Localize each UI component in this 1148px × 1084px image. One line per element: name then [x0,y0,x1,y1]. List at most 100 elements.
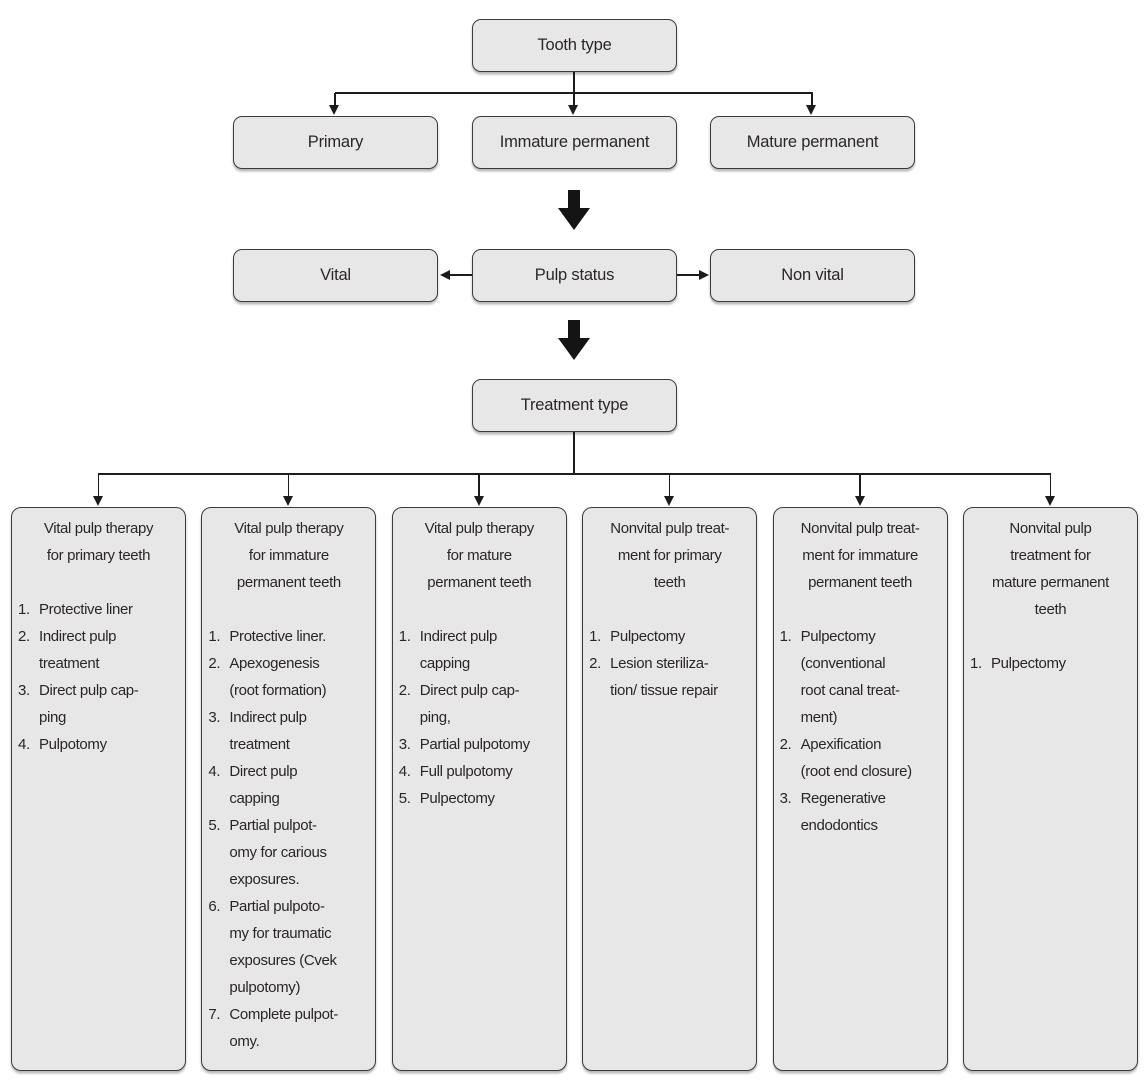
block-arrow-down-icon [558,190,590,230]
connector-line [668,474,671,496]
column-title: Nonvital pulp treat- ment for immature p… [800,520,920,591]
list-item: 3. Regenerative endodontics [780,785,941,839]
list-item-number: 3. [18,682,30,699]
list-item-number: 1. [18,601,30,618]
list-item: 3. Direct pulp cap- ping [18,677,179,731]
column-title: Nonvital pulp treatment for mature perma… [991,520,1109,618]
list-item-number: 3. [398,736,411,753]
list-item-number: 1. [398,628,411,645]
list-item-text: Indirect pulp capping [419,628,498,672]
list-item-text: Full pulpotomy [419,763,513,780]
list-item: 2. Lesion steriliza- tion/ tissue repair [589,650,750,704]
block-arrow-down-icon [558,320,590,360]
column-items: 1. Protective liner. 2. Apexogenesis (ro… [208,623,369,1055]
list-item-number: 7. [208,1006,221,1023]
list-item-text: Partial pulpoto- my for traumatic exposu… [229,898,337,996]
list-item-number: 1. [969,655,982,672]
list-item-text: Pulpectomy [419,790,495,807]
node-mature-permanent: Mature permanent [710,116,915,169]
node-immature-permanent: Immature permanent [472,116,677,169]
arrowhead-down-icon [283,496,293,506]
node-vital: Vital [233,249,438,302]
column-items: 1. Protective liner 2. Indirect pulp tre… [18,596,179,758]
list-item-number: 6. [208,898,221,915]
connector-line [478,474,480,496]
column-title: Nonvital pulp treat- ment for primary te… [610,520,730,591]
list-item-text: Pulpectomy (conventional root canal trea… [800,628,900,726]
node-primary: Primary [233,116,438,169]
list-item: 5. Partial pulpot- omy for carious expos… [208,812,369,893]
list-item-number: 1. [208,628,221,645]
list-item: 2. Indirect pulp treatment [18,623,179,677]
list-item-text: Pulpectomy [990,655,1066,672]
treatment-column: Vital pulp therapy for primary teeth 1. … [11,507,186,1071]
list-item-text: Partial pulpot- omy for carious exposure… [229,817,327,888]
connector-line [98,473,1051,475]
columns-row: Vital pulp therapy for primary teeth 1. … [11,507,1138,1071]
list-item-number: 1. [779,628,792,645]
arrowhead-down-icon [568,105,578,115]
treatment-column: Vital pulp therapy for mature permanent … [391,507,567,1071]
node-non-vital: Non vital [710,249,915,302]
list-item-number: 5. [398,790,411,807]
connector-line [573,93,575,106]
list-item-text: Pulpotomy [39,736,107,753]
list-item: 3. Indirect pulp treatment [208,704,369,758]
list-item-text: Protective liner [39,601,133,618]
list-item-number: 4. [18,736,30,753]
node-treatment-type: Treatment type [472,379,677,432]
connector-line [449,274,472,276]
list-item-number: 4. [398,763,411,780]
list-item-text: Apexification (root end closure) [800,736,913,780]
treatment-column: Nonvital pulp treatment for mature perma… [962,507,1138,1071]
arrowhead-down-icon [806,105,816,115]
list-item: 4. Full pulpotomy [399,758,560,785]
list-item-number: 2. [18,628,30,645]
list-item-number: 5. [208,817,221,834]
list-item-text: Complete pulpot- omy. [229,1006,339,1050]
list-item: 2. Direct pulp cap- ping, [399,677,560,731]
column-title: Vital pulp therapy for mature permanent … [424,520,535,591]
list-item-text: Direct pulp cap- ping, [419,682,520,726]
arrowhead-down-icon [473,496,484,506]
connector-line [334,93,336,106]
connector-line [677,274,700,276]
column-title: Vital pulp therapy for immature permanen… [234,520,344,591]
column-title: Vital pulp therapy for primary teeth [43,520,154,564]
column-items: 1. Pulpectomy (conventional root canal t… [780,623,941,839]
list-item: 6. Partial pulpoto- my for traumatic exp… [208,893,369,1001]
list-item-number: 3. [779,790,792,807]
column-items: 1. Indirect pulp capping 2. Direct pulp … [399,623,560,812]
connector-line [573,432,575,473]
list-item: 3. Partial pulpotomy [399,731,560,758]
connector-line [859,474,861,496]
list-item-text: Partial pulpotomy [419,736,530,753]
list-item-number: 2. [208,655,221,672]
list-item: 5. Pulpectomy [399,785,560,812]
list-item-number: 2. [398,682,411,699]
list-item-number: 1. [589,628,601,645]
column-items: 1. Pulpectomy [970,650,1131,677]
arrowhead-left-icon [440,269,450,280]
list-item: 1. Protective liner. [208,623,369,650]
arrowhead-right-icon [699,269,709,280]
list-item-number: 3. [208,709,221,726]
list-item: 1. Pulpectomy [589,623,750,650]
list-item-number: 2. [779,736,792,753]
list-item: 4. Direct pulp capping [208,758,369,812]
arrowhead-down-icon [854,496,865,506]
connector-line [287,474,290,496]
list-item-text: Apexogenesis (root formation) [229,655,327,699]
list-item-text: Indirect pulp treatment [39,628,117,672]
node-tooth-type: Tooth type [472,19,677,72]
list-item-number: 2. [589,655,601,672]
list-item: 2. Apexification (root end closure) [780,731,941,785]
treatment-column: Nonvital pulp treat- ment for immature p… [772,507,948,1071]
list-item-number: 4. [208,763,221,780]
node-pulp-status: Pulp status [472,249,677,302]
column-items: 1. Pulpectomy 2. Lesion steriliza- tion/… [589,623,750,704]
list-item-text: Protective liner. [229,628,326,645]
arrowhead-down-icon [664,496,674,506]
list-item-text: Lesion steriliza- tion/ tissue repair [610,655,718,699]
